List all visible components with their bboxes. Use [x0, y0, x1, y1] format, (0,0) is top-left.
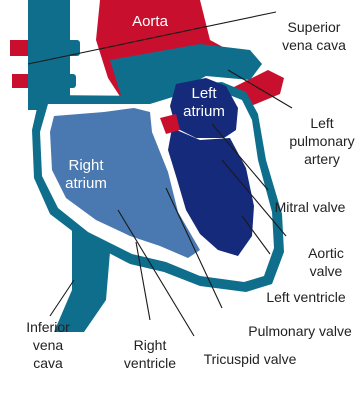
- superior-vena-cava-label-line2: vena cava: [282, 37, 346, 53]
- tricuspid-valve-label: Tricuspid valve: [204, 351, 297, 367]
- inferior-vena-cava-label-line2: vena: [33, 337, 64, 353]
- right-ventricle-label-line1: Right: [134, 337, 167, 353]
- left-atrium-label-line2: atrium: [183, 103, 225, 120]
- inferior-vena-cava-label-line3: cava: [33, 355, 63, 371]
- inferior-vena-cava-label-line1: Inferior: [26, 319, 70, 335]
- left-atrium-label-line1: Left: [191, 85, 217, 102]
- aortic-valve-label-line1: Aortic: [308, 245, 344, 261]
- left-pulmonary-artery-label-line3: artery: [304, 151, 340, 167]
- left-pulmonary-artery-label-line2: pulmonary: [289, 133, 354, 149]
- left-pulmonary-artery-label-line1: Left: [310, 115, 333, 131]
- right-atrium-label-line2: atrium: [65, 175, 107, 192]
- right-atrium-label-line1: Right: [68, 157, 104, 174]
- right-ventricle-label-line2: ventricle: [124, 355, 176, 371]
- mitral-valve-label: Mitral valve: [275, 199, 346, 215]
- aortic-valve-label-line2: valve: [310, 263, 343, 279]
- superior-vena-cava-label-line1: Superior: [288, 19, 341, 35]
- aorta-label: Aorta: [132, 13, 169, 30]
- pulmonary-valve-label: Pulmonary valve: [248, 323, 352, 339]
- left-ventricle-label: Left ventricle: [266, 289, 346, 305]
- superior-vena-cava-shape: [28, 0, 70, 110]
